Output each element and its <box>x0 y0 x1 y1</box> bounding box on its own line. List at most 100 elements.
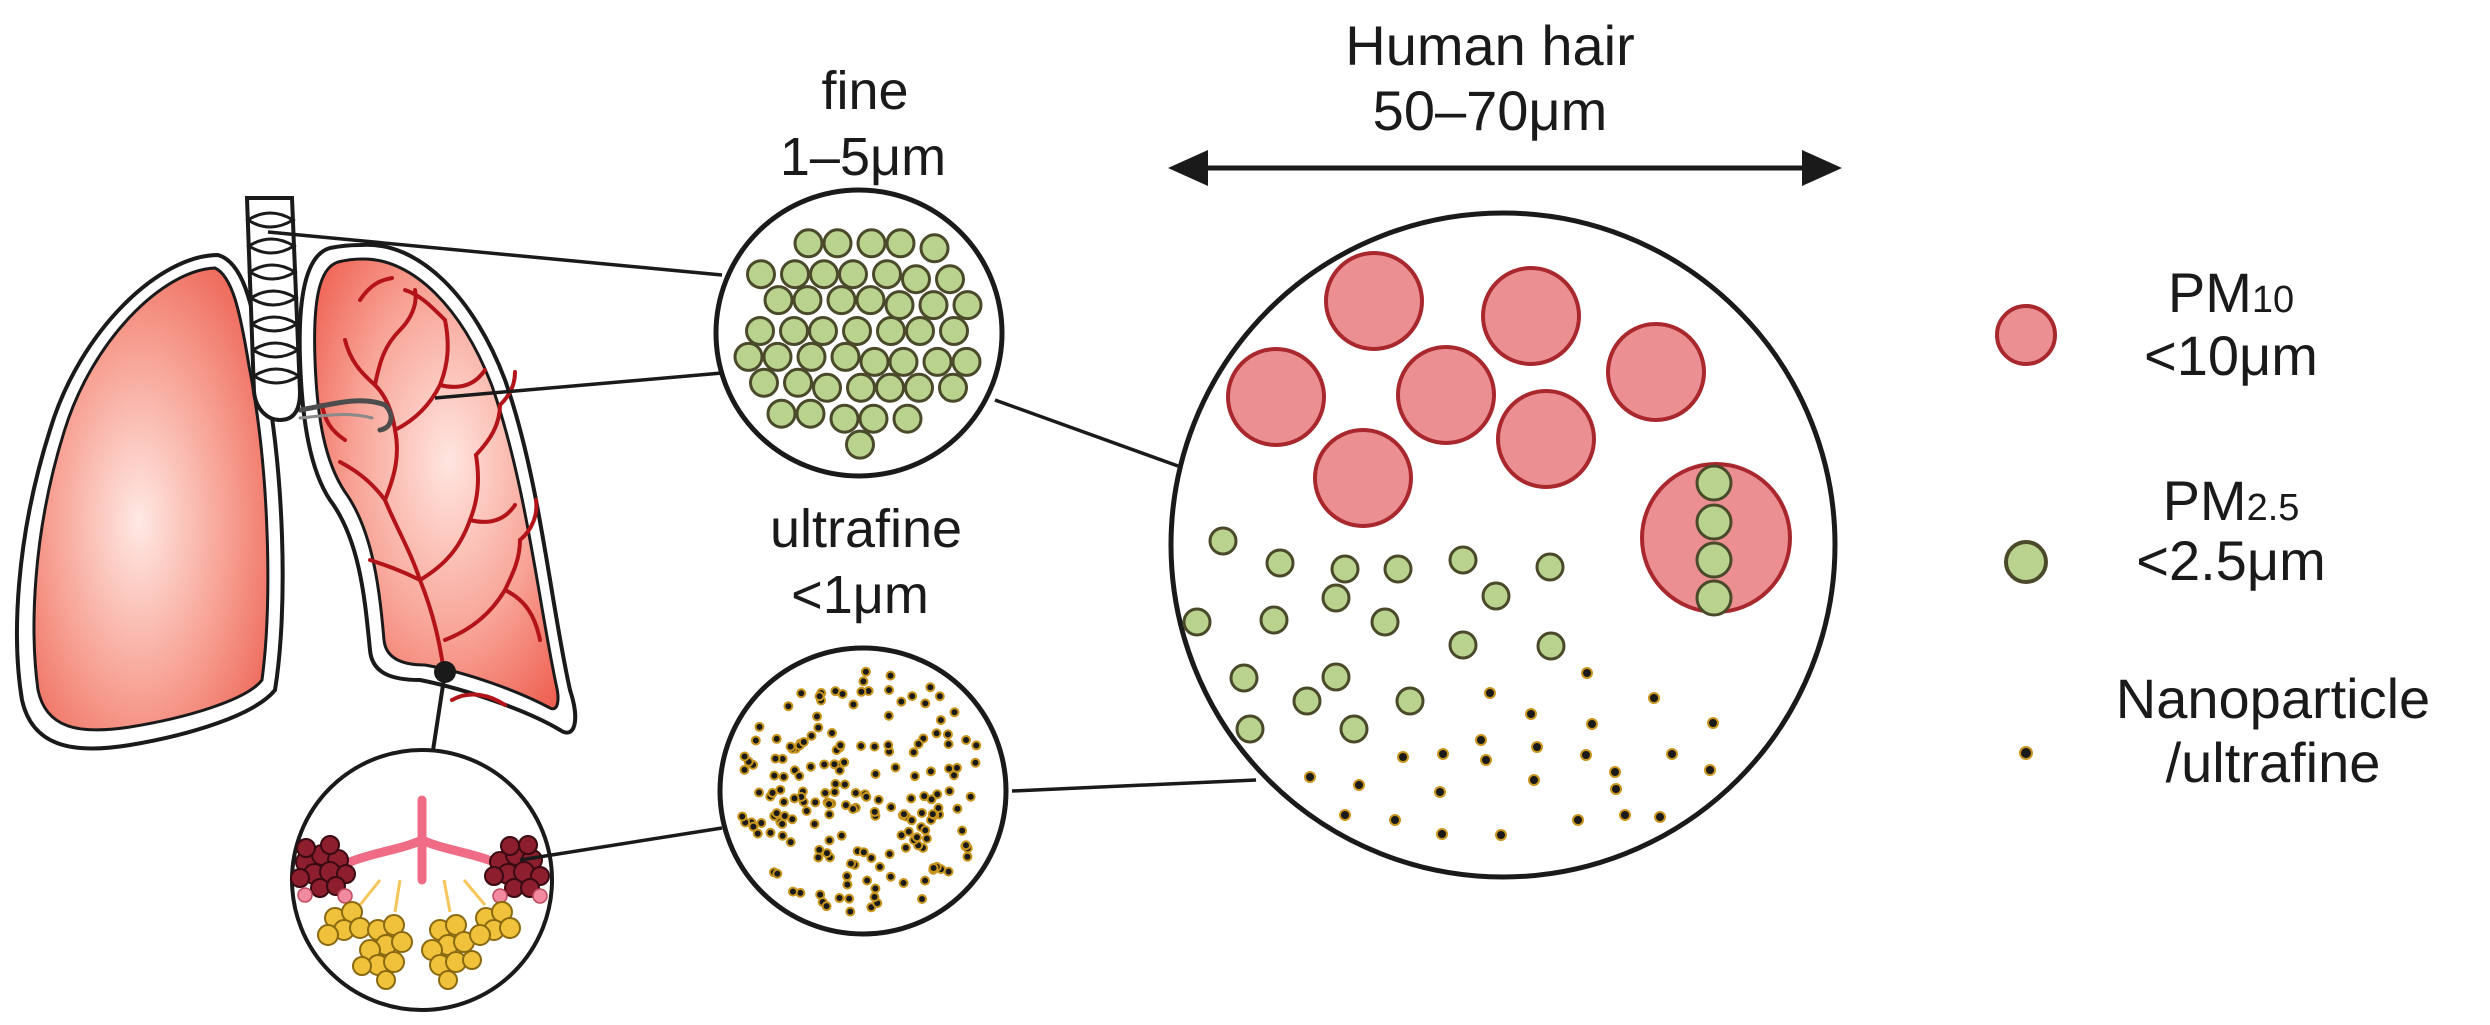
ultrafine-particle <box>754 721 765 732</box>
fine-particle <box>838 259 868 290</box>
pm25-particle <box>1448 545 1478 575</box>
alveoli-dark-clusters <box>290 835 550 898</box>
ultrafine-particle <box>754 787 765 798</box>
nanoparticle <box>1480 754 1492 766</box>
ultrafine-particle <box>778 771 789 782</box>
ultrafine-particle <box>787 886 798 897</box>
connector-fine-hair <box>994 398 1179 468</box>
human-hair-size-label: 50–70μm <box>1373 79 1608 142</box>
lung-pointer-dot <box>434 661 456 683</box>
ultrafine-particle <box>777 819 788 830</box>
nanoparticle <box>1666 748 1678 760</box>
fine-particle <box>842 316 872 346</box>
legend-pm10-size: <10μm <box>2144 324 2318 387</box>
ultrafine-particle <box>921 833 932 844</box>
connector-ultrafine-hair <box>1011 778 1257 793</box>
ultrafine-particle <box>971 740 982 751</box>
pm25-particle <box>1448 630 1478 660</box>
human-hair-label: Human hair <box>1345 14 1634 77</box>
ultrafine-particle <box>934 691 945 702</box>
fine-particles-circle <box>713 187 1005 479</box>
fine-particle <box>951 346 982 377</box>
hair-width-arrow <box>1168 150 1842 186</box>
ultrafine-particle <box>829 787 840 798</box>
nanoparticle <box>1389 814 1401 826</box>
pm25-particle <box>1321 583 1351 613</box>
ultrafine-particle <box>885 871 896 882</box>
legend-nano-swatch <box>2019 746 2033 760</box>
ultrafine-particle <box>960 840 971 851</box>
legend-pm10-swatch <box>1995 304 2057 366</box>
ultrafine-particle <box>900 842 911 853</box>
pm25-particle <box>1292 686 1322 716</box>
nanoparticle <box>1304 771 1316 783</box>
fine-particle <box>822 228 853 259</box>
fine-particle <box>905 316 935 346</box>
nanoparticle <box>1580 749 1592 761</box>
ultrafine-particle <box>970 757 981 768</box>
nanoparticle <box>1436 828 1448 840</box>
ultrafine-particle <box>925 682 936 693</box>
ultrafine-particle <box>765 827 776 838</box>
ultrafine-particle <box>770 753 781 764</box>
ultrafine-particle <box>845 906 856 917</box>
ultrafine-particle <box>906 793 917 804</box>
ultrafine-particle <box>957 825 968 836</box>
ultrafine-particle <box>870 883 881 894</box>
ultrafine-particle <box>858 847 869 858</box>
ultrafine-particle <box>785 741 796 752</box>
ultrafine-particle <box>942 729 953 740</box>
ultrafine-particle <box>927 809 938 820</box>
alveoli-yellow-clusters <box>317 901 521 990</box>
ultrafine-particle <box>856 686 867 697</box>
ultrafine-particle <box>920 875 931 886</box>
ultrafine-particle <box>813 852 824 863</box>
ultrafine-particle <box>944 786 955 797</box>
ultrafine-particle <box>883 740 894 751</box>
pm10-particle <box>1481 266 1581 366</box>
ultrafine-particle <box>771 808 782 819</box>
alveoli-inset <box>290 661 554 1012</box>
ultrafine-particle <box>815 889 826 900</box>
ultrafine-particle <box>739 764 750 775</box>
nanoparticle <box>1528 774 1540 786</box>
ultrafine-size-label: <1μm <box>791 565 929 625</box>
pm25-particle <box>1535 552 1565 582</box>
ultrafine-particle <box>928 862 939 873</box>
ultrafine-particle <box>890 762 901 773</box>
ultrafine-particle <box>944 763 955 774</box>
fine-particle <box>888 346 919 377</box>
ultrafine-particle <box>917 894 928 905</box>
fine-particle <box>892 403 923 434</box>
ultrafine-particle <box>935 715 946 726</box>
fine-particle <box>780 259 810 290</box>
ultrafine-particle <box>835 740 846 751</box>
connector-lines <box>267 230 1257 862</box>
fine-particle <box>904 372 934 403</box>
ultrafine-particle <box>884 684 895 695</box>
fine-particle <box>875 372 905 403</box>
fine-particle <box>829 403 860 434</box>
ultrafine-particle <box>858 676 869 687</box>
nanoparticle <box>1434 786 1446 798</box>
legend-pm25-swatch <box>2004 540 2048 584</box>
lungs-illustration <box>15 196 578 751</box>
ultrafine-particle <box>896 696 907 707</box>
pm10-particle <box>1226 347 1326 447</box>
pm10-particle <box>1396 345 1496 445</box>
ultrafine-particle <box>920 825 931 836</box>
connector-alveoli-ultrafine <box>519 826 723 862</box>
ultrafine-particle <box>771 733 782 744</box>
ultrafine-particle <box>752 828 763 839</box>
nanoparticle <box>1531 741 1543 753</box>
fine-particle <box>783 367 813 398</box>
ultrafine-particle <box>739 751 750 762</box>
nanoparticle <box>1581 667 1593 679</box>
fine-particle <box>826 285 857 316</box>
ultrafine-particle <box>856 741 867 752</box>
fine-particle <box>762 341 793 372</box>
ultrafine-particle <box>775 784 786 795</box>
ultrafine-particle <box>949 707 960 718</box>
ultrafine-particle <box>820 788 831 799</box>
ultrafine-particle <box>785 837 796 848</box>
